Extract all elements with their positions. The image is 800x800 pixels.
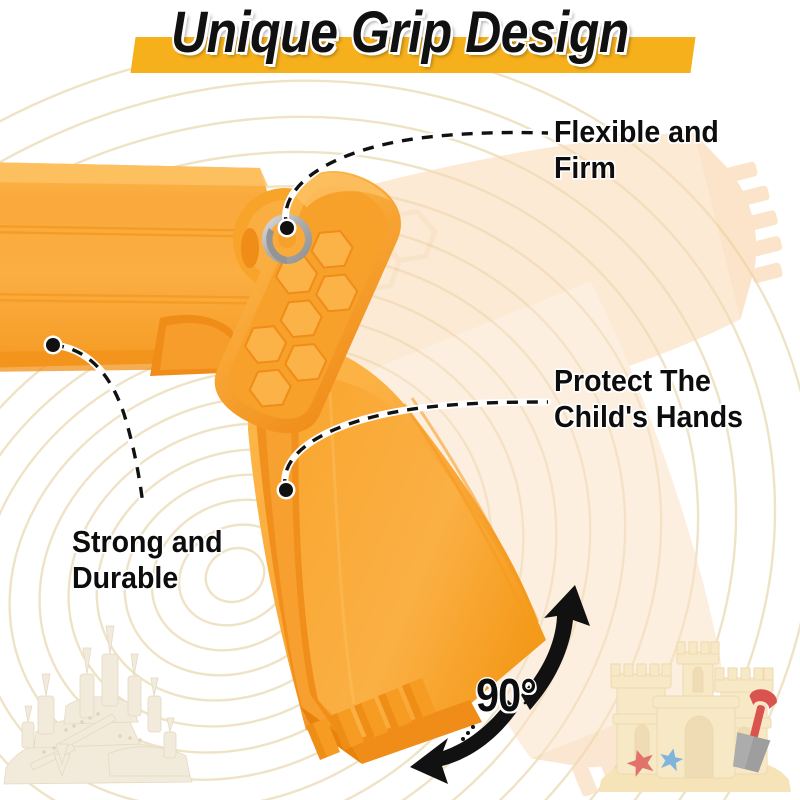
toy-shovel-icon (733, 689, 777, 773)
leader-line-strong (52, 343, 145, 506)
leader-line-flexible (283, 130, 549, 229)
callout-label-protect-the-childs-hands: Protect The Child's Hands (554, 363, 744, 434)
curved-arrow-up-right-icon (521, 585, 590, 710)
callout-label-strong-and-durable: Strong and Durable (72, 524, 223, 595)
rotation-angle-label: 90° (476, 669, 537, 721)
scoop-teeth-shadow (306, 683, 423, 760)
honeycomb-cells (243, 229, 359, 408)
callout-label-flexible-and-firm: Flexible and Firm (554, 114, 719, 185)
sandcastle-cartoon-right (599, 641, 791, 792)
starfish-red-icon (626, 750, 654, 777)
sandcastle-sculpture-left (3, 625, 193, 785)
curved-arrow-down-left-icon (410, 700, 518, 784)
starfish-blue-icon (660, 748, 684, 772)
leader-line-protect (283, 400, 549, 491)
honeycomb-grip-plate (214, 171, 401, 434)
castle-tower-left (610, 663, 672, 775)
leader-anchor-dots (43, 218, 297, 500)
page-title: Unique Grip Design (171, 0, 629, 65)
